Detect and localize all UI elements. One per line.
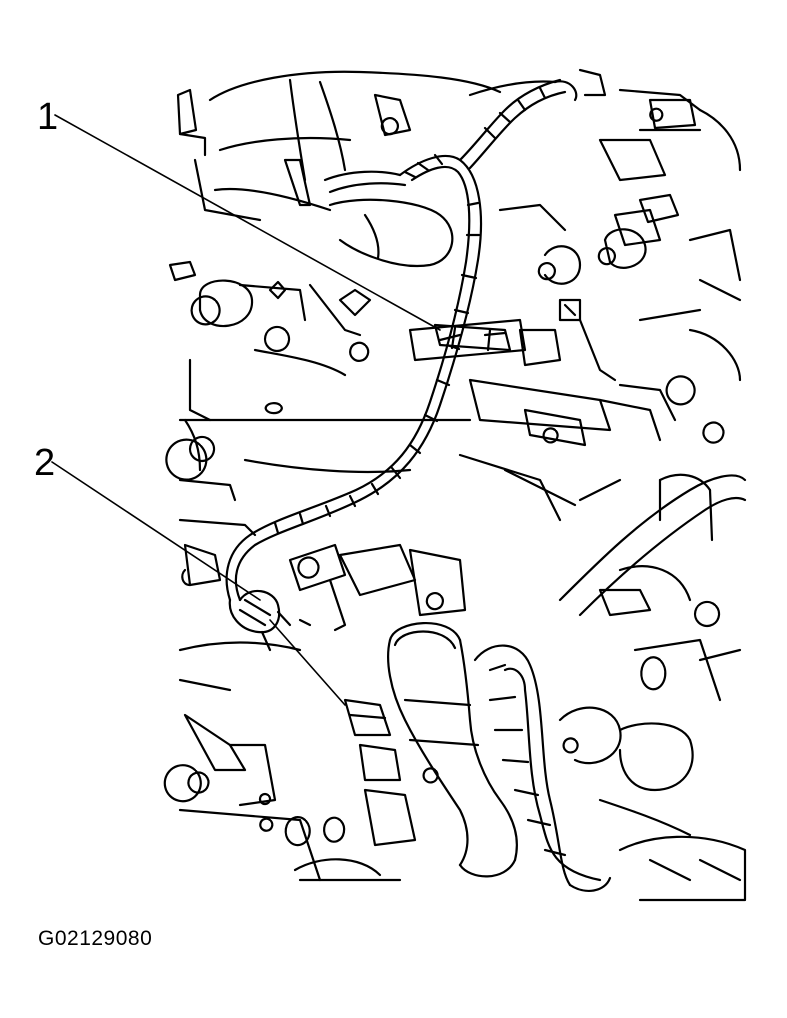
wiring-harness xyxy=(225,78,567,652)
callout-1: 1 xyxy=(37,96,59,138)
mounting-bracket xyxy=(408,318,622,522)
callout-2: 2 xyxy=(34,442,56,484)
lower-left-components xyxy=(163,543,467,882)
harness-clip xyxy=(433,323,512,352)
figure-id: G02129080 xyxy=(38,927,153,950)
coolant-hoses xyxy=(387,473,747,902)
leader-line-1 xyxy=(54,114,441,331)
engine-block-outline xyxy=(165,70,502,587)
leader-lines xyxy=(51,114,441,706)
upper-right-components xyxy=(468,68,742,444)
leader-line-2 xyxy=(51,461,261,601)
